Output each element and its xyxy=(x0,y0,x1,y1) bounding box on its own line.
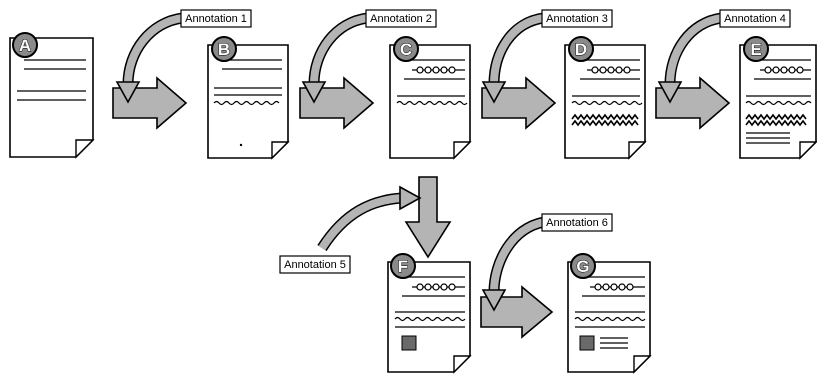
annotation-label-5: Annotation 5 xyxy=(279,255,351,274)
svg-text:Annotation 3: Annotation 3 xyxy=(546,13,608,25)
badge-a: A xyxy=(12,32,38,58)
document-e xyxy=(739,44,817,160)
dot-bar xyxy=(760,66,811,74)
badge-d: D xyxy=(568,36,594,62)
badge-c: C xyxy=(393,36,419,62)
annotation-label-2: Annotation 2 xyxy=(365,9,437,28)
svg-text:Annotation 4: Annotation 4 xyxy=(724,13,786,25)
svg-text:G: G xyxy=(576,257,589,276)
dot-bar xyxy=(412,66,465,74)
svg-text:F: F xyxy=(398,257,408,276)
svg-text:B: B xyxy=(218,40,230,59)
dot-bar xyxy=(590,283,645,291)
svg-text:D: D xyxy=(575,40,587,59)
document-g xyxy=(567,261,652,374)
curved-arrow-annotation-3 xyxy=(481,12,546,104)
annotation-label-6: Annotation 6 xyxy=(541,213,613,232)
svg-text:Annotation 6: Annotation 6 xyxy=(546,217,608,229)
image-placeholder xyxy=(401,335,417,351)
badge-e: E xyxy=(743,36,769,62)
image-placeholder xyxy=(579,335,595,351)
svg-text:A: A xyxy=(19,36,31,55)
document-f xyxy=(387,261,472,374)
annotation-label-1: Annotation 1 xyxy=(180,9,252,28)
dot-bar xyxy=(412,283,465,291)
svg-text:Annotation 2: Annotation 2 xyxy=(370,13,432,25)
badge-g: G xyxy=(570,253,596,279)
curved-arrow-annotation-4 xyxy=(657,12,724,104)
document-c xyxy=(389,44,472,160)
curved-arrow-annotation-1 xyxy=(115,12,184,104)
svg-text:Annotation 5: Annotation 5 xyxy=(284,259,346,271)
svg-text:E: E xyxy=(750,40,761,59)
down-arrow-c-f xyxy=(404,176,452,259)
document-a xyxy=(9,37,95,159)
annotation-label-4: Annotation 4 xyxy=(719,9,791,28)
curved-arrow-annotation-2 xyxy=(301,12,369,104)
document-d xyxy=(564,44,647,160)
badge-b: B xyxy=(211,36,237,62)
curved-arrow-annotation-5 xyxy=(317,185,422,252)
dot-bar xyxy=(587,66,640,74)
annotation-label-3: Annotation 3 xyxy=(541,9,613,28)
badge-f: F xyxy=(390,253,416,279)
curved-arrow-annotation-6 xyxy=(481,216,546,312)
svg-text:Annotation 1: Annotation 1 xyxy=(185,13,247,25)
document-b xyxy=(207,44,290,160)
svg-text:C: C xyxy=(400,40,412,59)
